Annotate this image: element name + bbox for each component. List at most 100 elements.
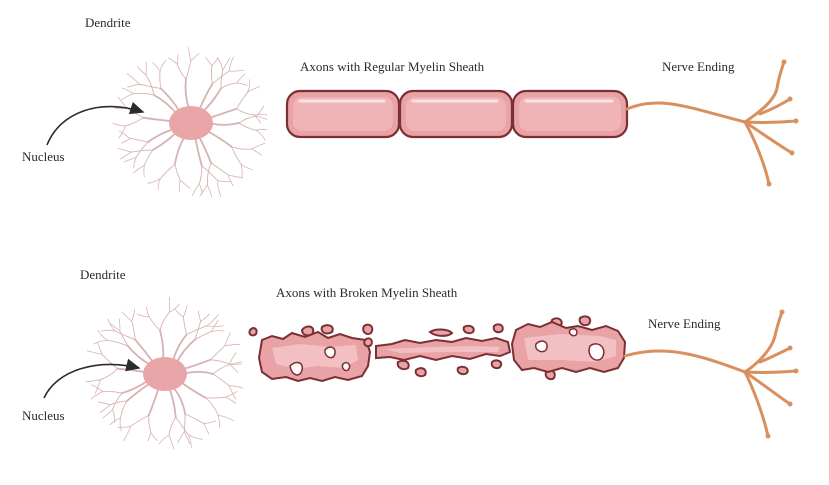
dendrite-branch xyxy=(240,164,243,179)
dendrite-branch xyxy=(148,414,152,433)
dendrite-branch xyxy=(135,141,149,158)
dendrite-branch xyxy=(229,361,243,365)
dendrite-branch xyxy=(136,313,150,318)
dendrite-branch xyxy=(255,129,266,141)
dendrite-branch xyxy=(147,386,160,417)
dendrite-branch xyxy=(112,392,123,411)
dendrite-branch xyxy=(179,380,207,399)
dendrite-label-bottom: Dendrite xyxy=(80,267,126,282)
dendrite-branch xyxy=(208,122,240,126)
dendrite-branch xyxy=(253,113,268,116)
dendrite-branch xyxy=(253,114,261,124)
dendrite-branch xyxy=(179,180,191,189)
dendrite-branch xyxy=(159,311,171,331)
dendrite-branch xyxy=(91,384,104,392)
dendrite-branch xyxy=(212,373,230,387)
dendrite-branch xyxy=(182,316,187,336)
dendrite-branch xyxy=(136,66,147,76)
myelin-segment-damaged xyxy=(510,320,627,374)
dendrite-branch xyxy=(119,130,131,139)
dendrite-branch xyxy=(142,116,174,123)
dendrite-branch xyxy=(220,82,238,90)
myelin-segment-damaged xyxy=(375,336,512,362)
dendrite-branch xyxy=(147,178,161,184)
dendrite-branch xyxy=(101,353,118,370)
dendrite-branch xyxy=(203,423,210,435)
dendrite-branch xyxy=(199,184,208,197)
myelin-segment xyxy=(398,89,514,139)
dendrite-branch xyxy=(121,311,133,322)
dendrite-branch xyxy=(143,149,154,166)
dendrite-branch xyxy=(238,122,257,131)
dendrite-branch xyxy=(177,54,179,65)
dendrite-branch xyxy=(204,397,219,416)
dendrite-branch xyxy=(224,332,231,347)
dendrite-branch xyxy=(100,368,118,381)
dendrite-branch xyxy=(199,183,203,195)
dendrite-branch xyxy=(168,416,177,436)
dendrite-branch xyxy=(146,306,150,318)
dendrite-branch xyxy=(94,379,101,394)
dendrite-branch xyxy=(176,64,187,80)
nerve-ending-top xyxy=(625,59,799,187)
nucleus-arrow-bottom xyxy=(43,358,141,399)
dendrite-branch xyxy=(147,432,152,442)
dendrite-branch xyxy=(118,147,132,153)
dendrite-branch xyxy=(150,432,158,441)
dendrite-branch xyxy=(107,318,116,332)
dendrite-branch xyxy=(188,434,192,449)
dendrite-branch xyxy=(159,60,167,72)
dendrite-branch xyxy=(102,409,113,419)
dendrite-branch xyxy=(210,320,219,332)
dendrite-branch xyxy=(126,73,140,85)
panel-regular: Dendrite Nucleus Axons with Regular Myel… xyxy=(22,15,799,198)
dendrite-branch xyxy=(148,316,161,331)
myelin-segment xyxy=(511,89,629,139)
dendrite-branch xyxy=(182,371,214,375)
myelin-fragment xyxy=(396,359,410,371)
dendrite-branch xyxy=(206,162,212,186)
dendrite-branch xyxy=(194,331,212,341)
dendrite-branch xyxy=(206,314,219,327)
nerve-ending-label-bottom: Nerve Ending xyxy=(648,316,721,331)
dendrite-branch xyxy=(228,69,245,72)
dendrite-branch xyxy=(205,129,233,148)
dendrite-branch xyxy=(159,329,165,361)
dendrite-branch xyxy=(121,93,134,101)
dendrite-branch xyxy=(216,57,224,71)
dendrite-branch xyxy=(192,183,200,196)
dendrite-branch xyxy=(124,117,144,127)
dendrite-branch xyxy=(228,56,234,72)
dendrite-branch xyxy=(188,47,192,62)
dendrite-branch xyxy=(200,313,210,322)
dendrite-branch xyxy=(159,70,162,90)
dendrite-branch xyxy=(238,115,258,124)
dendrite-branch xyxy=(256,115,268,120)
myelin-sheath-regular xyxy=(285,89,629,139)
dendrite-branch xyxy=(188,434,203,440)
dendrite-branch xyxy=(256,105,265,117)
myelin-segment-damaged xyxy=(257,330,372,383)
dendrite-branch xyxy=(119,330,129,347)
dendrite-branch xyxy=(112,122,126,127)
dendrite-branch xyxy=(121,138,131,144)
myelin-fragment xyxy=(363,337,373,348)
dendrite-branch xyxy=(110,323,121,332)
dendrite-branch xyxy=(146,128,176,143)
nucleus-label-top: Nucleus xyxy=(22,149,65,164)
dendrite-branch xyxy=(220,69,224,90)
dendrite-branch xyxy=(116,367,148,374)
dendrite-branch xyxy=(250,142,266,150)
myelin-fragment xyxy=(492,323,504,334)
dendrite-branch xyxy=(227,174,243,179)
dendrite-branch xyxy=(139,83,162,90)
dendrite-branch xyxy=(99,404,111,413)
dendrite-branch xyxy=(102,390,123,394)
dendrite-branch xyxy=(118,318,121,332)
dendrite-branch xyxy=(210,162,229,176)
dendrite-branch xyxy=(212,364,230,375)
dendrite-branch xyxy=(198,165,203,185)
dendrite-branch xyxy=(123,156,137,163)
dendrite-branch xyxy=(190,53,200,62)
